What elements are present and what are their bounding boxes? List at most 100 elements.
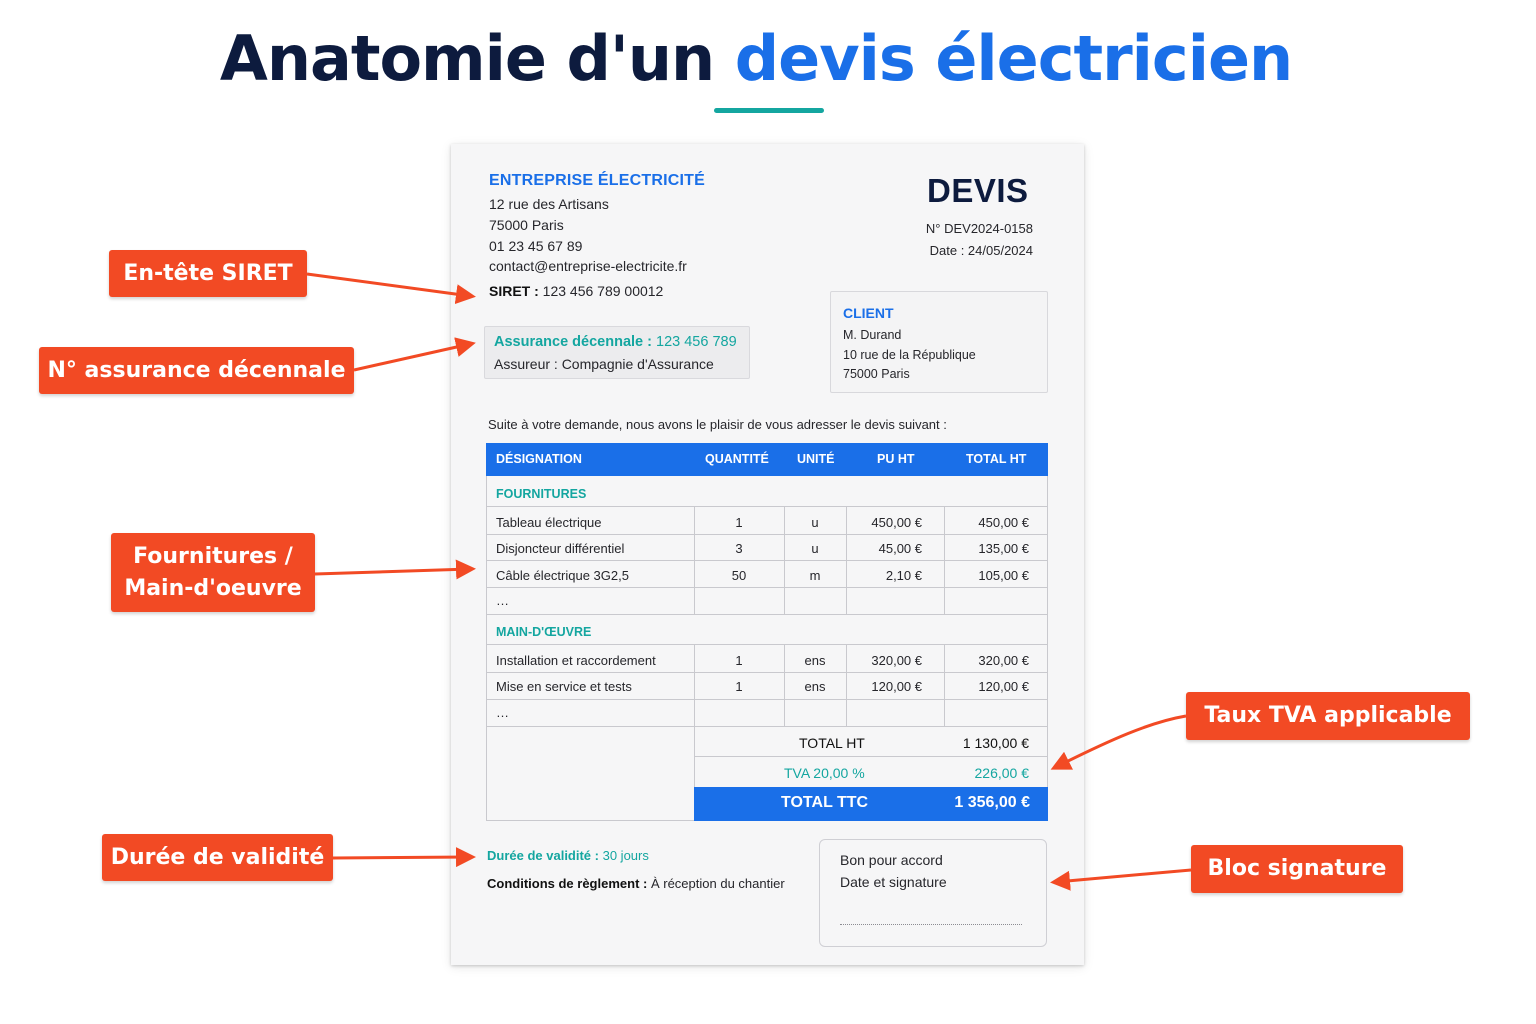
callout-vat-text: Taux TVA applicable <box>1204 703 1452 728</box>
table-cell: Disjoncteur différentiel <box>496 541 625 556</box>
table-cell: 3 <box>735 541 743 556</box>
callout-siret: En-tête SIRET <box>109 250 307 297</box>
callout-vat: Taux TVA applicable <box>1186 692 1470 740</box>
intro-text: Suite à votre demande, nous avons le pla… <box>488 417 947 432</box>
table-cell: 50 <box>731 568 747 583</box>
table-cell: 120,00 € <box>871 679 922 694</box>
arrow-siret <box>306 272 476 305</box>
row-line <box>694 756 1048 757</box>
callout-insurance: N° assurance décennale <box>39 347 354 394</box>
table-cell: 1 <box>735 653 743 668</box>
col-header-quantity: QUANTITÉ <box>705 452 769 466</box>
conditions-value: À réception du chantier <box>650 876 785 891</box>
row-line <box>486 614 1048 615</box>
callout-validity-text: Durée de validité <box>110 844 325 870</box>
row-line <box>486 699 1048 700</box>
row-line <box>486 560 1048 561</box>
validity-text: Durée de validité : 30 jours <box>487 848 649 863</box>
callout-siret-text: En-tête SIRET <box>123 260 293 286</box>
title-underline <box>714 108 824 113</box>
signature-line-1: Bon pour accord <box>840 852 943 868</box>
table-cell: m <box>809 568 821 583</box>
table-cell: ens <box>804 653 826 668</box>
section-title-supplies: FOURNITURES <box>496 487 587 501</box>
siret-value: 123 456 789 00012 <box>542 283 664 299</box>
col-line <box>846 644 847 726</box>
validity-label: Durée de validité : <box>487 848 599 863</box>
table-cell: Mise en service et tests <box>496 679 632 694</box>
table-cell: 450,00 € <box>871 515 922 530</box>
table-cell: 120,00 € <box>978 679 1029 694</box>
row-line <box>486 587 1048 588</box>
client-address-1: 10 rue de la République <box>843 348 976 362</box>
col-line <box>846 506 847 614</box>
insurance-box: Assurance décennale : 123 456 789 Assure… <box>484 326 750 379</box>
table-border-left <box>486 476 487 821</box>
company-phone: 01 23 45 67 89 <box>489 238 583 254</box>
section-title-labor: MAIN-D'ŒUVRE <box>496 625 592 639</box>
siret-label: SIRET : <box>489 283 539 299</box>
callout-signature-text: Bloc signature <box>1207 856 1387 881</box>
col-line <box>944 644 945 726</box>
col-line <box>694 506 695 614</box>
table-cell: 1 <box>735 679 743 694</box>
quote-number: N° DEV2024-0158 <box>925 221 1033 236</box>
company-address-2: 75000 Paris <box>489 217 564 233</box>
callout-insurance-text: N° assurance décennale <box>47 357 346 383</box>
col-line <box>784 644 785 726</box>
title-part2: devis électricien <box>734 22 1293 95</box>
table-cell: u <box>811 541 819 556</box>
client-name: M. Durand <box>843 328 902 342</box>
tva-label: TVA 20,00 % <box>784 765 865 781</box>
company-name: ENTREPRISE ÉLECTRICITÉ <box>489 172 705 189</box>
table-border-bottom <box>486 820 694 821</box>
col-header-unit: UNITÉ <box>797 452 835 466</box>
signature-line-2: Date et signature <box>840 874 947 890</box>
table-cell: 105,00 € <box>978 568 1029 583</box>
table-cell: 450,00 € <box>978 515 1029 530</box>
table-cell: 1 <box>735 515 743 530</box>
company-address-1: 12 rue des Artisans <box>489 196 609 212</box>
callout-supplies-text-1: Fournitures / <box>133 543 293 569</box>
total-ht-value: 1 130,00 € <box>962 735 1029 751</box>
col-line <box>784 506 785 614</box>
table-cell-ellipsis: … <box>496 593 509 608</box>
total-ttc-label: TOTAL TTC <box>781 794 869 811</box>
conditions-label: Conditions de règlement : <box>487 876 648 891</box>
total-ttc-bar: TOTAL TTC 1 356,00 € <box>694 787 1048 821</box>
row-line <box>486 672 1048 673</box>
arrow-insurance <box>353 337 476 372</box>
table-cell: ens <box>804 679 826 694</box>
insurer-name: Assureur : Compagnie d'Assurance <box>494 356 714 372</box>
quote-title: DEVIS <box>927 172 1029 209</box>
title-part1: Anatomie d'un <box>219 22 735 95</box>
total-ttc-value: 1 356,00 € <box>954 794 1030 811</box>
client-address-2: 75000 Paris <box>843 367 910 381</box>
arrow-validity <box>332 847 476 868</box>
callout-supplies-labor: Fournitures /Main-d'oeuvre <box>111 533 315 612</box>
row-line <box>486 506 1048 507</box>
col-header-total: TOTAL HT <box>966 452 1027 466</box>
table-cell: Installation et raccordement <box>496 653 656 668</box>
quote-date: Date : 24/05/2024 <box>929 243 1033 258</box>
col-line <box>944 506 945 614</box>
row-line <box>486 644 1048 645</box>
total-ht-label: TOTAL HT <box>799 735 865 751</box>
table-cell: Tableau électrique <box>496 515 602 530</box>
insurance-title: Assurance décennale : 123 456 789 <box>494 334 737 350</box>
col-header-designation: DÉSIGNATION <box>496 452 582 466</box>
payment-conditions: Conditions de règlement : À réception du… <box>487 876 785 891</box>
callout-signature: Bloc signature <box>1191 845 1403 893</box>
company-siret: SIRET : 123 456 789 00012 <box>489 283 663 299</box>
arrow-signature <box>1050 868 1192 891</box>
col-header-unit-price: PU HT <box>877 452 915 466</box>
table-header: DÉSIGNATION QUANTITÉ UNITÉ PU HT TOTAL H… <box>486 443 1048 476</box>
client-box: CLIENT M. Durand 10 rue de la République… <box>830 291 1048 393</box>
page-title: Anatomie d'un devis électricien <box>0 22 1512 95</box>
table-cell: 2,10 € <box>885 568 922 583</box>
insurance-number: 123 456 789 <box>656 334 737 350</box>
callout-validity: Durée de validité <box>102 834 333 881</box>
col-line <box>694 644 695 821</box>
quote-document: ENTREPRISE ÉLECTRICITÉ 12 rue des Artisa… <box>451 144 1084 965</box>
